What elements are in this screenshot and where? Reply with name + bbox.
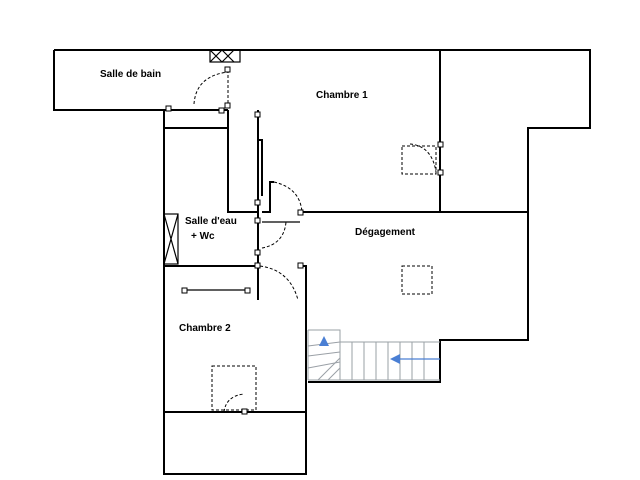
door-swings — [193, 70, 437, 413]
window-symbol-bathroom — [209, 49, 241, 63]
room-labels: Salle de bain Chambre 1 Salle d'eau + Wc… — [100, 69, 416, 334]
stair-arrows — [319, 336, 440, 364]
label-salle-deau-wc: + Wc — [191, 231, 215, 242]
shafts — [211, 145, 437, 411]
wall-nodes — [165, 66, 444, 415]
label-salle-de-bain: Salle de bain — [100, 69, 161, 80]
interior-walls — [164, 50, 528, 413]
staircase — [307, 329, 440, 381]
label-chambre-1: Chambre 1 — [316, 90, 368, 101]
window-symbol-shower — [163, 213, 179, 265]
label-degagement: Dégagement — [355, 227, 416, 238]
label-chambre-2: Chambre 2 — [179, 323, 231, 334]
label-salle-deau: Salle d'eau — [185, 216, 237, 227]
outer-walls — [53, 49, 591, 475]
